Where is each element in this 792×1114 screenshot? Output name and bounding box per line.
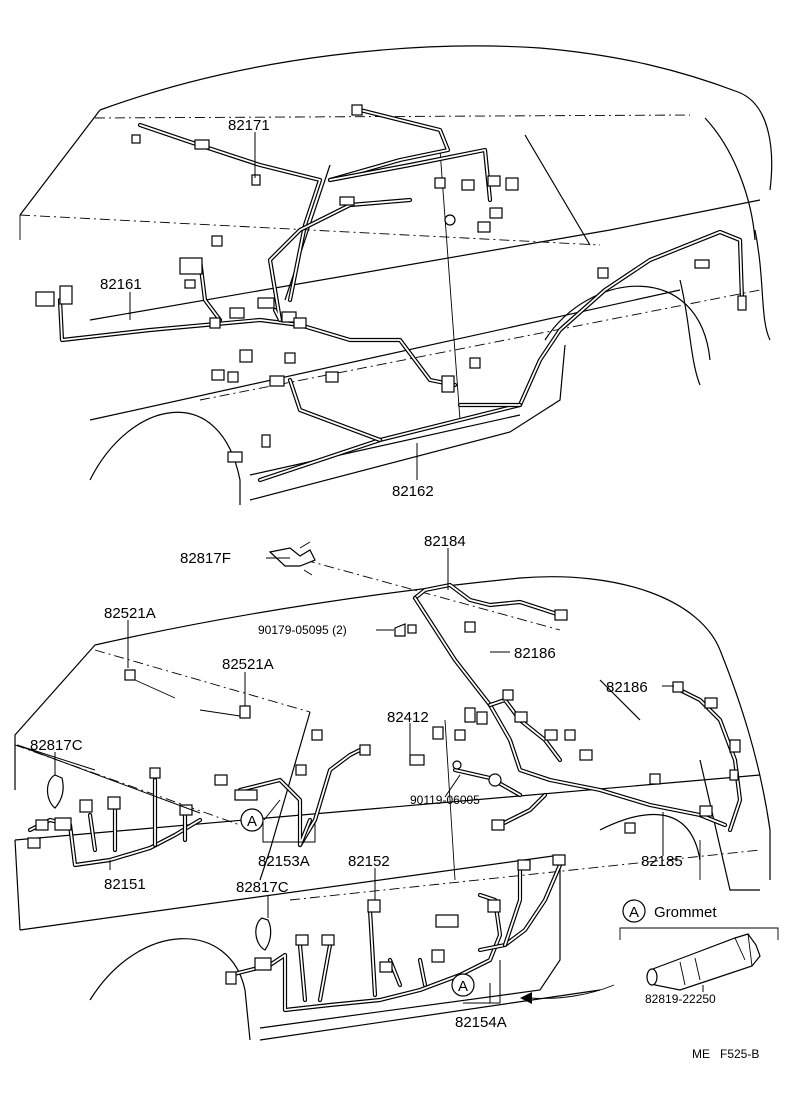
top-harness xyxy=(35,104,747,483)
callout-a-marker-2: A xyxy=(451,973,475,997)
label-82186-roof: 82186 xyxy=(514,645,556,662)
label-82161: 82161 xyxy=(100,276,142,293)
callout-a-marker-1: A xyxy=(240,808,264,832)
label-82186-rear: 82186 xyxy=(606,679,648,696)
label-82817C-lower: 82817C xyxy=(236,879,289,896)
label-82817F: 82817F xyxy=(180,550,231,567)
grommet-part-number: 82819-22250 xyxy=(645,992,716,1006)
label-82153A: 82153A xyxy=(258,853,310,870)
label-90179-05095: 90179-05095 (2) xyxy=(258,623,347,637)
figure-code: ME F525-B xyxy=(692,1047,759,1061)
label-82151: 82151 xyxy=(104,876,146,893)
bottom-leaders xyxy=(16,548,674,1004)
label-82184: 82184 xyxy=(424,533,466,550)
bottom-harness xyxy=(27,541,743,1013)
label-82152: 82152 xyxy=(348,853,390,870)
label-82412: 82412 xyxy=(387,709,429,726)
grommet-callout-circle xyxy=(622,899,646,923)
grommet-circle-letter: A xyxy=(629,904,639,921)
label-82185: 82185 xyxy=(641,853,683,870)
label-90119-06005: 90119-06005 xyxy=(410,793,480,807)
label-82171: 82171 xyxy=(228,117,270,134)
grommet-detail: A Grommet 82819-22250 xyxy=(619,899,779,1006)
svg-text:A: A xyxy=(458,978,468,995)
grommet-title: Grommet xyxy=(654,904,717,921)
top-leaders xyxy=(129,132,418,480)
label-82817C-upper: 82817C xyxy=(30,737,83,754)
label-82521A-rear: 82521A xyxy=(222,656,274,673)
label-82154A: 82154A xyxy=(455,1014,507,1031)
svg-text:A: A xyxy=(247,813,257,830)
label-82521A-front: 82521A xyxy=(104,605,156,622)
label-82162: 82162 xyxy=(392,483,434,500)
bottom-vehicle-body xyxy=(14,559,771,1041)
